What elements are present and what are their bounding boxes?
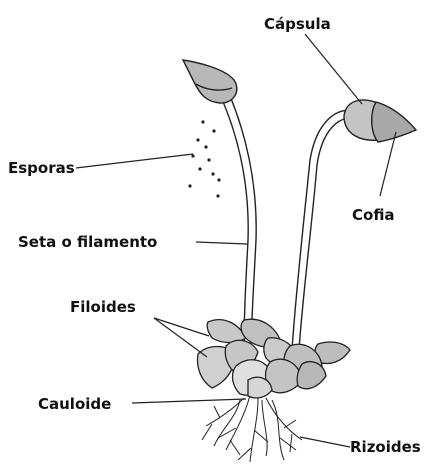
leader-filoides-1 bbox=[154, 318, 209, 336]
leader-seta bbox=[196, 242, 247, 244]
leaf-cluster-drawing bbox=[198, 319, 350, 398]
leader-esporas bbox=[76, 154, 193, 168]
leader-capsula bbox=[305, 34, 362, 104]
label-esporas: Esporas bbox=[8, 159, 75, 177]
leader-rizoides bbox=[300, 437, 350, 447]
spores-dots bbox=[188, 120, 220, 197]
right-capsule-drawing bbox=[344, 100, 416, 142]
label-cofia: Cofia bbox=[352, 206, 395, 224]
label-cauloide: Cauloide bbox=[38, 395, 111, 413]
label-rizoides: Rizoides bbox=[350, 438, 421, 456]
rhizoids-drawing bbox=[202, 395, 302, 462]
seta-stalks bbox=[220, 95, 360, 350]
left-capsule-drawing bbox=[183, 60, 237, 103]
label-capsula: Cápsula bbox=[264, 15, 331, 33]
label-seta: Seta o filamento bbox=[18, 233, 157, 251]
leader-cauloide bbox=[132, 399, 246, 403]
leader-filoides-2 bbox=[154, 318, 207, 357]
label-filoides: Filoides bbox=[70, 298, 136, 316]
